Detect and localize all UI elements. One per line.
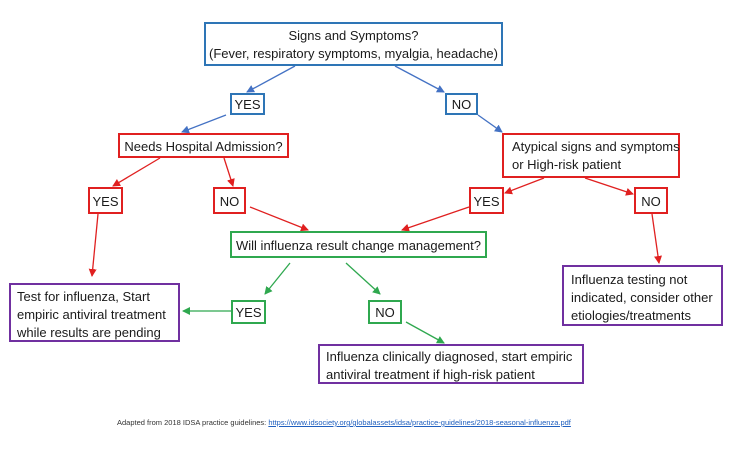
clinically-diagnosed-box: Influenza clinically diagnosed, start em… [318,344,584,384]
no-hospital-box: NO [213,187,246,214]
arrow-will-to-no [345,262,381,295]
source-citation: Adapted from 2018 IDSA practice guidelin… [117,418,571,427]
no-top-label: NO [451,97,472,112]
yes-atypical-box: YES [469,187,504,214]
yes-will-box: YES [231,300,266,324]
clinically-diagnosed-line2: antiviral treatment if high-risk patient [326,367,535,382]
arrow-atypical-to-yes [504,177,545,195]
arrow-no-atyp-to-not-indicated [651,213,662,264]
source-citation-text: Adapted from 2018 IDSA practice guidelin… [117,418,269,427]
arrow-signs-to-yes [246,65,296,93]
no-top-box: NO [445,93,478,115]
test-influenza-box: Test for influenza, Start empiric antivi… [9,283,180,342]
clinically-diagnosed-line1: Influenza clinically diagnosed, start em… [326,349,573,364]
no-will-box: NO [368,300,402,324]
yes-hospital-label: YES [92,194,119,209]
arrow-no-to-will [249,206,309,232]
will-influenza-label: Will influenza result change management? [236,238,481,253]
arrow-no-to-clinical [405,321,445,344]
arrow-will-to-yes [264,262,291,295]
arrow-signs-to-no [394,65,445,93]
not-indicated-line1: Influenza testing not [571,272,688,287]
test-influenza-line2: empiric antiviral treatment [17,307,166,322]
yes-hospital-box: YES [88,187,123,214]
signs-symptoms-detail: (Fever, respiratory symptoms, myalgia, h… [209,46,498,61]
not-indicated-line2: indicated, consider other [571,290,713,305]
signs-symptoms-title: Signs and Symptoms? [288,28,419,43]
arrow-atypical-to-no [584,177,634,196]
will-influenza-box: Will influenza result change management? [230,231,487,258]
arrow-no-to-atypical [477,114,503,133]
no-hospital-label: NO [219,194,240,209]
no-will-label: NO [375,305,395,320]
arrow-yes-to-hospital [181,114,227,134]
atypical-line1: Atypical signs and symptoms [512,139,680,154]
arrow-hospital-to-yes [112,157,161,187]
not-indicated-line3: etiologies/treatments [571,308,691,323]
arrow-yes-atyp-to-will [401,206,470,232]
hospital-admission-box: Needs Hospital Admission? [118,133,289,158]
atypical-line2: or High-risk patient [512,157,622,172]
signs-symptoms-box: Signs and Symptoms? (Fever, respiratory … [204,22,503,66]
atypical-box: Atypical signs and symptoms or High-risk… [502,133,680,178]
test-influenza-line1: Test for influenza, Start [17,289,150,304]
not-indicated-box: Influenza testing not indicated, conside… [562,265,723,326]
no-atypical-label: NO [641,194,661,209]
yes-top-label: YES [234,97,261,112]
hospital-admission-label: Needs Hospital Admission? [124,139,283,154]
arrow-yes-to-test [88,213,99,277]
yes-will-label: YES [235,305,262,320]
guidelines-link[interactable]: https://www.idsociety.org/globalassets/i… [268,418,571,427]
arrow-hospital-to-no [223,157,235,187]
yes-top-box: YES [230,93,265,115]
yes-atypical-label: YES [473,194,500,209]
test-influenza-line3: while results are pending [17,325,161,340]
no-atypical-box: NO [634,187,668,214]
